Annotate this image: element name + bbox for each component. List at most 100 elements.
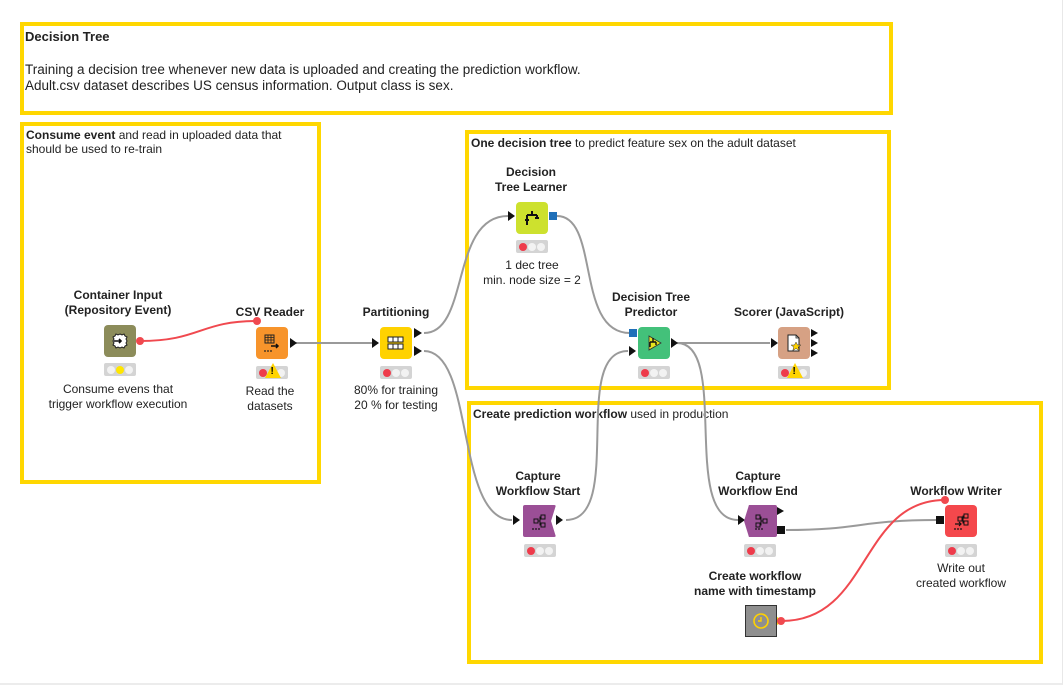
decision-tree-predictor-icon[interactable] bbox=[638, 327, 670, 359]
node-partitioning-desc-line1: 80% for training bbox=[353, 383, 439, 397]
node-dt-predictor-status bbox=[638, 366, 670, 379]
port-partitioning-output-1[interactable] bbox=[414, 328, 422, 338]
timestamp-icon[interactable] bbox=[745, 605, 777, 637]
node-dt-predictor-title: Decision Tree Predictor bbox=[612, 290, 690, 320]
node-capture-start-title: Capture Workflow Start bbox=[496, 469, 580, 499]
edge-learner-to-predictor[interactable] bbox=[556, 215, 631, 334]
port-writer-variable-input[interactable] bbox=[941, 496, 949, 504]
node-capture-start-status bbox=[524, 544, 556, 557]
annotation-main-line1: Training a decision tree whenever new da… bbox=[25, 62, 581, 77]
warning-icon bbox=[265, 363, 281, 378]
port-partitioning-input[interactable] bbox=[372, 338, 379, 348]
node-container-input-description: Consume evens that trigger workflow exec… bbox=[49, 382, 188, 412]
edge-partitioning-to-capture-start[interactable] bbox=[423, 350, 513, 521]
node-container-input-title-line1: Container Input bbox=[73, 288, 163, 302]
port-scorer-output-2[interactable] bbox=[811, 339, 818, 347]
node-dt-learner-status bbox=[516, 240, 548, 253]
port-capture-end-input[interactable] bbox=[738, 515, 745, 525]
port-writer-input[interactable] bbox=[936, 516, 944, 524]
decision-tree-learner-icon[interactable] bbox=[516, 202, 548, 234]
node-partitioning-title: Partitioning bbox=[362, 305, 430, 319]
annotation-main[interactable]: Decision Tree Training a decision tree w… bbox=[20, 22, 893, 115]
scorer-icon[interactable] bbox=[778, 327, 810, 359]
workflow-writer-icon[interactable] bbox=[945, 505, 977, 537]
node-partitioning-description: 80% for training 20 % for testing bbox=[354, 383, 438, 413]
annotation-tree-bold: One decision tree bbox=[471, 136, 572, 150]
node-capture-end-title-line1: Capture bbox=[735, 469, 781, 483]
node-dt-predictor-title-line2: Predictor bbox=[624, 305, 678, 319]
node-workflow-writer-desc-line1: Write out bbox=[937, 561, 985, 575]
node-dt-learner-title: Decision Tree Learner bbox=[495, 165, 567, 195]
node-partitioning-status bbox=[380, 366, 412, 379]
capture-start-icon[interactable] bbox=[523, 505, 556, 537]
annotation-main-title: Decision Tree bbox=[25, 29, 110, 44]
port-timestamp-output[interactable] bbox=[777, 617, 785, 625]
node-dt-learner-title-line2: Tree Learner bbox=[494, 180, 568, 194]
port-scorer-input[interactable] bbox=[771, 338, 778, 348]
port-csv-output[interactable] bbox=[290, 338, 297, 348]
port-partitioning-output-2[interactable] bbox=[414, 346, 422, 356]
node-dt-learner-desc-line1: 1 dec tree bbox=[505, 258, 559, 272]
node-capture-start-title-line1: Capture bbox=[515, 469, 561, 483]
warning-icon bbox=[787, 363, 803, 378]
edge-capture-start-to-predictor[interactable] bbox=[565, 350, 629, 521]
edge-capture-end-to-writer[interactable] bbox=[785, 519, 938, 531]
port-predictor-data-input[interactable] bbox=[629, 346, 636, 356]
port-capture-start-input[interactable] bbox=[513, 515, 520, 525]
annotation-decision-tree[interactable]: One decision tree to predict feature sex… bbox=[465, 130, 891, 390]
port-csv-variable-input[interactable] bbox=[253, 317, 261, 325]
node-create-name-title-line1: Create workflow bbox=[708, 569, 802, 583]
annotation-main-line2: Adult.csv dataset describes US census in… bbox=[25, 78, 454, 93]
port-scorer-output-1[interactable] bbox=[811, 329, 818, 337]
annotation-consume-rest: and read in uploaded data that should be… bbox=[26, 128, 282, 156]
node-csv-reader-status: ! bbox=[256, 363, 288, 379]
node-capture-start-title-line2: Workflow Start bbox=[495, 484, 581, 498]
node-workflow-writer-status bbox=[945, 544, 977, 557]
annotation-tree-rest: to predict feature sex on the adult data… bbox=[571, 136, 796, 150]
annotation-prediction-bold: Create prediction workflow bbox=[473, 407, 628, 421]
port-container-output[interactable] bbox=[136, 337, 144, 345]
node-capture-end-title: Capture Workflow End bbox=[718, 469, 798, 499]
node-scorer-status: ! bbox=[778, 363, 810, 379]
node-csv-reader-desc-line2: datasets bbox=[247, 399, 293, 413]
node-container-input-title-line2: (Repository Event) bbox=[64, 303, 172, 317]
node-workflow-writer-title: Workflow Writer bbox=[910, 484, 1002, 498]
port-capture-end-output-2[interactable] bbox=[777, 526, 785, 534]
port-learner-input[interactable] bbox=[508, 211, 515, 221]
node-partitioning-desc-line2: 20 % for testing bbox=[354, 398, 438, 412]
edge-timestamp-to-writer[interactable] bbox=[781, 499, 946, 622]
edge-partitioning-to-learner[interactable] bbox=[423, 215, 509, 334]
node-capture-end-status bbox=[744, 544, 776, 557]
port-predictor-model-input[interactable] bbox=[629, 329, 637, 337]
node-capture-end-title-line2: Workflow End bbox=[718, 484, 798, 498]
node-container-input-desc-line1: Consume evens that bbox=[62, 382, 174, 396]
node-create-name-title-line2: name with timestamp bbox=[693, 584, 817, 598]
node-workflow-writer-description: Write out created workflow bbox=[916, 561, 1006, 591]
capture-end-icon[interactable] bbox=[744, 505, 777, 537]
container-input-icon[interactable] bbox=[104, 325, 136, 357]
node-dt-predictor-title-line1: Decision Tree bbox=[611, 290, 691, 304]
port-scorer-output-3[interactable] bbox=[811, 349, 818, 357]
node-csv-reader-title: CSV Reader bbox=[235, 305, 305, 319]
node-dt-learner-description: 1 dec tree min. node size = 2 bbox=[483, 258, 581, 288]
node-dt-learner-desc-line2: min. node size = 2 bbox=[483, 273, 581, 287]
partitioning-icon[interactable] bbox=[380, 327, 412, 359]
node-dt-learner-title-line1: Decision bbox=[505, 165, 557, 179]
port-capture-end-output-1[interactable] bbox=[777, 507, 784, 515]
annotation-main-description: Training a decision tree whenever new da… bbox=[25, 62, 581, 94]
port-predictor-output[interactable] bbox=[671, 338, 678, 348]
node-container-input-desc-line2: trigger workflow execution bbox=[48, 397, 188, 411]
node-container-input-status bbox=[104, 363, 136, 376]
edge-predictor-to-capture-end[interactable] bbox=[676, 342, 739, 521]
node-workflow-writer-desc-line2: created workflow bbox=[915, 576, 1007, 590]
port-learner-model-output[interactable] bbox=[549, 212, 557, 220]
node-csv-reader-description: Read the datasets bbox=[246, 384, 295, 414]
node-create-name-title: Create workflow name with timestamp bbox=[694, 569, 816, 599]
csv-reader-icon[interactable] bbox=[256, 327, 288, 359]
edge-container-to-csv[interactable] bbox=[139, 320, 258, 342]
annotation-tree-text: One decision tree to predict feature sex… bbox=[471, 136, 796, 150]
port-capture-start-output[interactable] bbox=[556, 515, 563, 525]
annotation-consume-bold: Consume event bbox=[26, 128, 116, 142]
annotation-consume-event[interactable]: Consume event and read in uploaded data … bbox=[20, 122, 321, 484]
